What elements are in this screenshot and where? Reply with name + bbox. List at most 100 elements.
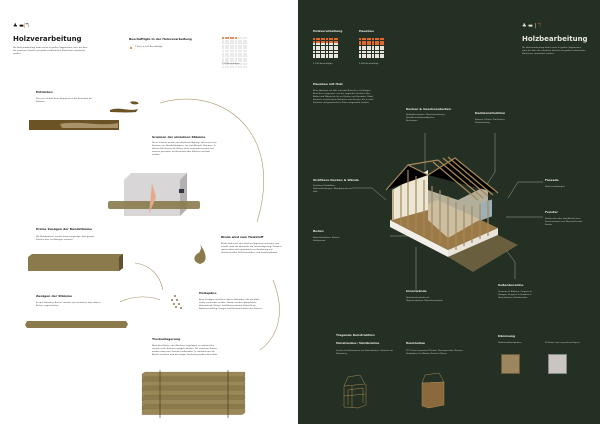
employment-dot	[222, 52, 224, 55]
employment-dot	[234, 42, 237, 45]
intro-text: Die Holzverarbeitung findet meist in gro…	[522, 47, 586, 55]
employment-dot	[240, 52, 243, 55]
employment-dot	[245, 55, 248, 58]
employment-dot	[237, 39, 240, 42]
employment-dot	[232, 37, 235, 39]
label-text: Holzfenster oder Holz-Alu-Fenster, Fenst…	[545, 218, 583, 226]
employment-dot-grid	[222, 37, 248, 68]
stat-dot	[359, 40, 361, 43]
stat-dot	[325, 43, 328, 46]
stat-dot	[364, 43, 367, 46]
stat-dot	[369, 45, 372, 48]
stat-dot	[359, 48, 361, 51]
employment-dot	[237, 42, 240, 45]
employment-dot	[237, 37, 240, 39]
stat-dot	[379, 56, 382, 59]
employment-dot	[237, 60, 240, 63]
stat-dot	[331, 50, 334, 53]
employment-dot	[227, 37, 230, 39]
stat-dot	[359, 38, 361, 40]
stat-dot	[382, 38, 385, 40]
stat-dot	[331, 43, 334, 46]
structure-item-title: Holzrahmenbau / Holzständerbau	[336, 342, 380, 345]
stat-dot	[361, 43, 364, 46]
label-title: Decken & Geschossdecken	[406, 107, 451, 111]
employment-dot	[245, 47, 248, 50]
stat-dot	[328, 48, 331, 51]
employment-dot	[240, 42, 243, 45]
step-text: Nach den Platten nach Brettern eingelage…	[152, 345, 218, 356]
employment-dot	[237, 52, 240, 55]
label-title: Dachkonstruktion	[475, 111, 506, 115]
house-section-text: Beim Hausbau mit Holz wird das Material …	[313, 90, 374, 104]
stat-dot	[315, 40, 318, 43]
stat-dot	[333, 38, 336, 40]
employment-dot	[229, 42, 232, 45]
employment-dot	[234, 57, 237, 60]
page-title: Holzbearbeitung	[522, 35, 588, 43]
employment-dot	[240, 37, 243, 39]
employment-dot	[237, 55, 240, 58]
stat-dot	[333, 43, 336, 46]
stat-dot	[333, 48, 336, 51]
employment-dot	[245, 65, 248, 68]
step-title: Rinde wird zum Heizstoff	[221, 235, 264, 239]
employment-dot	[232, 47, 235, 50]
structure-item-text: CLT (Cross Laminated Timber), Brettsperr…	[406, 350, 463, 355]
stat-dot	[318, 43, 321, 46]
stat-dot	[336, 50, 339, 53]
house-illustration	[352, 133, 543, 290]
insulation-title: Dämmung	[498, 334, 516, 338]
employment-dot	[234, 55, 237, 58]
stat-dot	[379, 50, 382, 53]
employment-dot	[234, 39, 237, 42]
stat-dot	[320, 40, 323, 43]
stat-dot	[366, 56, 369, 59]
stat-dot	[377, 43, 380, 46]
stat-dot	[364, 53, 367, 56]
stat-dot	[331, 48, 334, 51]
label-title: Innenwände	[406, 289, 427, 293]
stat-dot	[369, 50, 372, 53]
employment-dot	[222, 49, 224, 52]
stat-caption: 1.100 Beschäftigte	[313, 63, 333, 65]
stat-dot	[366, 48, 369, 51]
stat-dot	[313, 56, 315, 59]
stat-dot	[364, 56, 367, 59]
employment-dot	[224, 47, 227, 50]
employment-dot	[240, 39, 243, 42]
plank	[141, 408, 246, 415]
employment-dot	[232, 62, 235, 65]
employment-dot	[242, 37, 245, 39]
step-text: Diese Schnitte werden anschließend abgel…	[152, 142, 217, 156]
employment-dot	[229, 49, 232, 52]
employment-dot	[222, 65, 224, 68]
stat-title: Holzverarbeitung	[313, 29, 343, 33]
employment-dot	[224, 37, 227, 39]
employment-dot	[240, 57, 243, 60]
employment-dot	[227, 55, 230, 58]
stat-dot	[371, 50, 374, 53]
employment-dot	[245, 37, 248, 39]
stat-dot	[364, 50, 367, 53]
stat-dot	[318, 48, 321, 51]
stat-dot	[336, 38, 339, 40]
stat-dot	[374, 43, 377, 46]
employment-dot	[234, 52, 237, 55]
employment-dot	[224, 62, 227, 65]
stat-dot	[333, 56, 336, 59]
stat-dot	[325, 50, 328, 53]
employment-dot	[227, 44, 230, 47]
stat-dot	[359, 50, 361, 53]
stat-dot	[315, 56, 318, 59]
stat-dot	[320, 50, 323, 53]
intro-text: Die Holzverarbeitung findet meist in gro…	[13, 47, 88, 55]
employment-dot	[229, 52, 232, 55]
employment-dot	[242, 62, 245, 65]
label-title: Fenster	[545, 210, 558, 214]
stat-dot	[377, 48, 380, 51]
employment-dot	[224, 52, 227, 55]
stat-dot	[369, 38, 372, 40]
label-title: Sichtbare Decken & Wände	[313, 178, 359, 182]
employment-dot	[227, 57, 230, 60]
